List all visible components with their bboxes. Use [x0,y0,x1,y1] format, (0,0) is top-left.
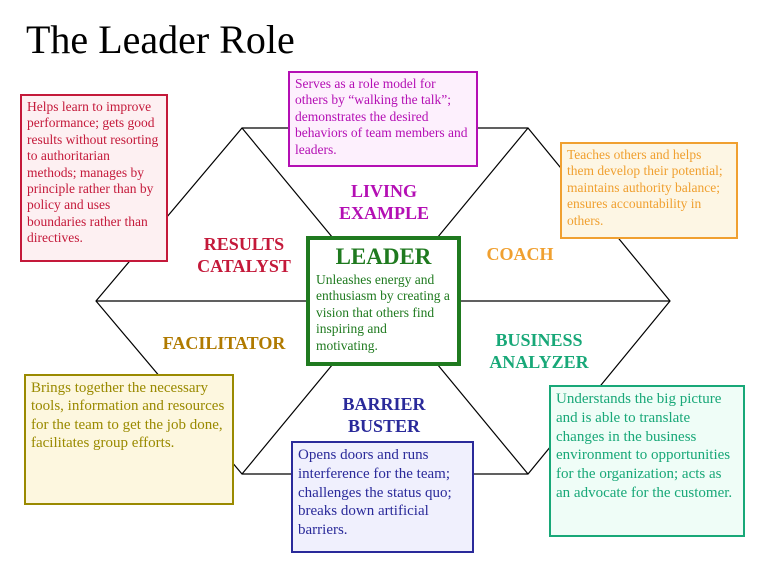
facilitator-description: Brings together the necessary tools, inf… [24,374,234,505]
role-business-analyzer-line1: BUSINESS [495,330,583,350]
living-example-description-text: Serves as a role model for others by “wa… [295,76,468,157]
facilitator-description-text: Brings together the necessary tools, inf… [31,380,225,452]
results-catalyst-description: Helps learn to improve performance; gets… [20,94,168,262]
coach-description-text: Teaches others and helps them develop th… [567,147,723,228]
role-living-example-line2: EXAMPLE [339,203,429,223]
role-coach: COACH [470,243,570,265]
role-results-catalyst-line2: CATALYST [197,256,291,276]
results-catalyst-description-text: Helps learn to improve performance; gets… [27,99,159,246]
page-title: The Leader Role [26,17,295,62]
business-analyzer-description-text: Understands the big picture and is able … [556,391,733,501]
role-living-example-line1: LIVING [350,181,417,201]
role-coach-line1: COACH [486,244,554,264]
living-example-description: Serves as a role model for others by “wa… [288,71,478,167]
role-facilitator: FACILITATOR [146,332,302,354]
role-business-analyzer: BUSINESS ANALYZER [474,329,604,373]
leader-box: LEADER Unleashes energy and enthusiasm b… [306,236,461,366]
role-living-example: LIVING EXAMPLE [320,180,448,224]
business-analyzer-description: Understands the big picture and is able … [549,385,745,537]
role-facilitator-line1: FACILITATOR [162,333,286,353]
role-barrier-buster-line2: BUSTER [347,416,421,436]
barrier-buster-description: Opens doors and runs interference for th… [291,441,474,553]
role-results-catalyst-line1: RESULTS [203,234,285,254]
role-barrier-buster-line1: BARRIER [342,394,426,414]
barrier-buster-description-text: Opens doors and runs interference for th… [298,447,452,539]
leader-description: Unleashes energy and enthusiasm by creat… [316,272,450,353]
role-barrier-buster: BARRIER BUSTER [328,393,440,437]
coach-description: Teaches others and helps them develop th… [560,142,738,239]
leader-title: LEADER [335,244,432,269]
role-business-analyzer-line2: ANALYZER [489,352,589,372]
role-results-catalyst: RESULTS CATALYST [184,233,304,277]
